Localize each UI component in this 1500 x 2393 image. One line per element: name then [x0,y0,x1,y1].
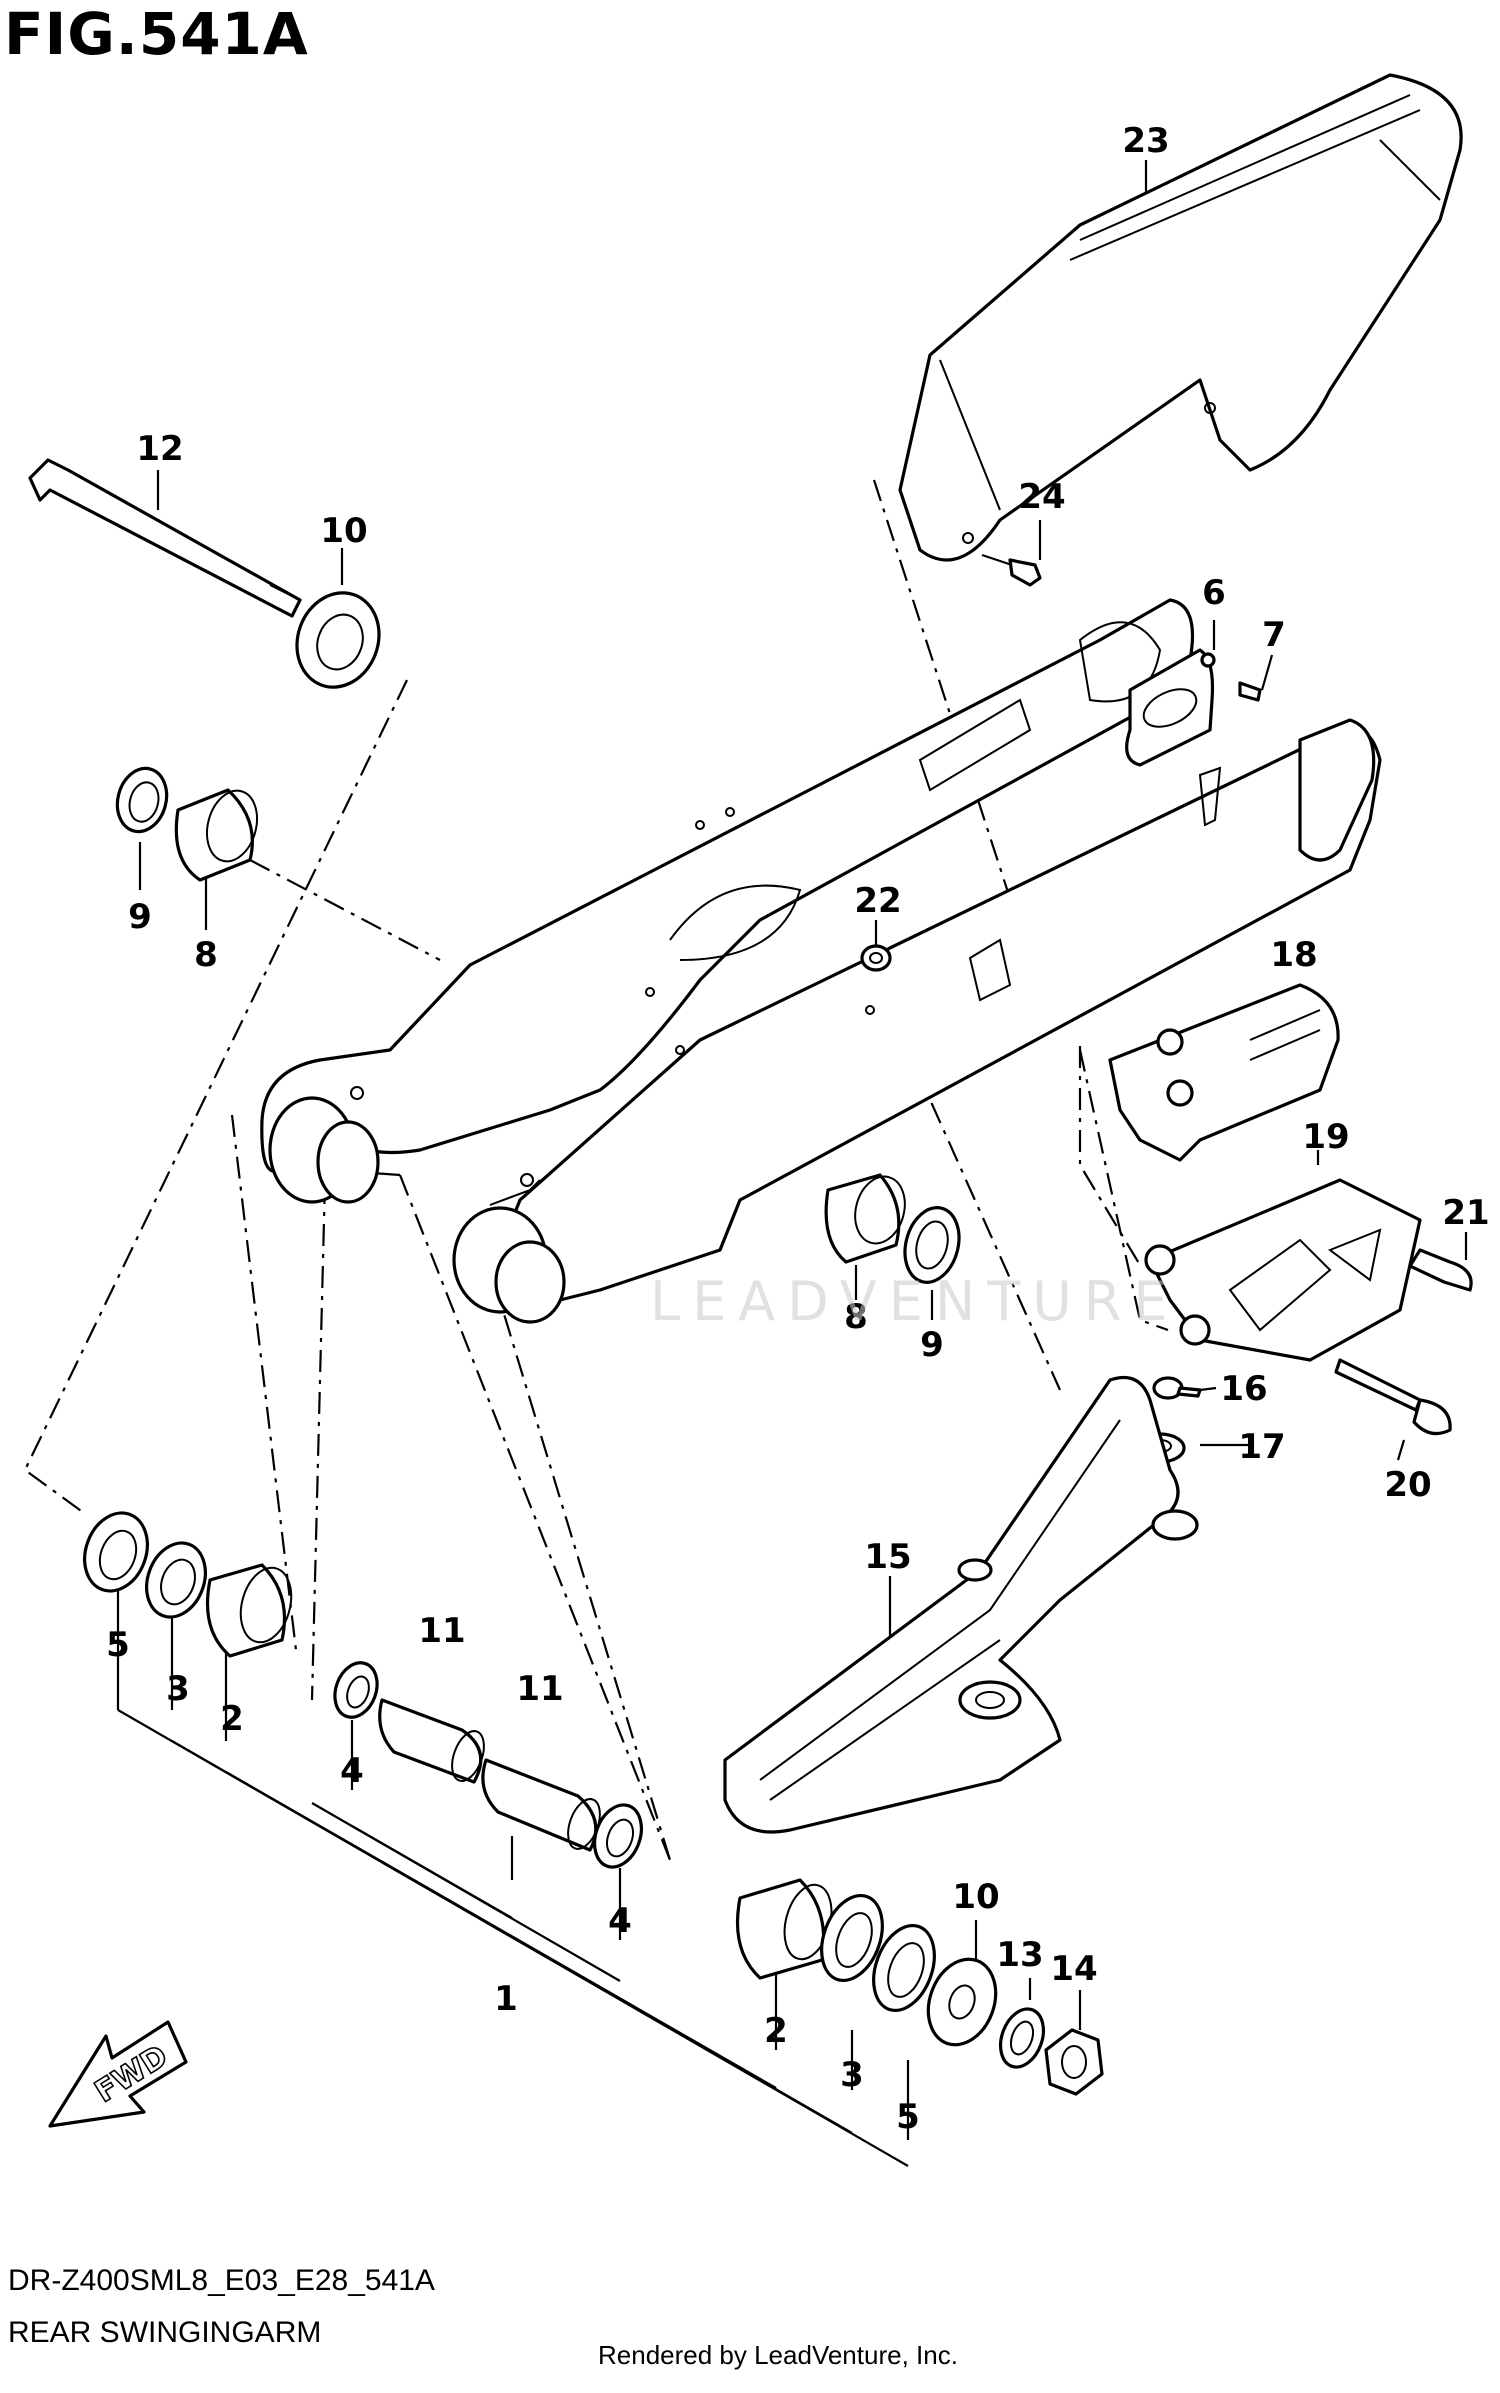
callout-labels: 1 2 2 3 3 4 4 5 5 6 7 8 8 9 9 10 10 11 1… [106,121,1490,2137]
callout-2: 2 [220,1699,244,1739]
callout-24: 24 [1018,477,1065,517]
callout-4: 4 [608,1901,632,1941]
callout-10: 10 [320,511,367,551]
callout-8: 8 [844,1297,868,1337]
bearing-set-lower-right [735,1878,1104,2096]
callout-21: 21 [1442,1193,1489,1233]
bearing-set-lower-left [83,1511,293,1658]
callout-7: 7 [1262,615,1286,655]
bearing-set-center [824,1173,961,1284]
callout-5: 5 [896,2097,920,2137]
callout-15: 15 [864,1537,911,1577]
callout-13: 13 [996,1935,1043,1975]
figure-title: FIG.541A [4,0,309,68]
chain-guide-plate-19 [1144,1178,1473,1436]
chain-case-23 [898,73,1463,562]
watermark: LEADVENTURE [650,1270,1180,1333]
callout-11: 11 [516,1669,563,1709]
section-name: REAR SWINGINGARM [8,2316,322,2349]
model-code: DR-Z400SML8_E03_E28_541A [8,2264,435,2297]
bearing-set-left [115,766,258,882]
callout-11: 11 [418,1611,465,1651]
callout-4: 4 [340,1751,364,1791]
callout-23: 23 [1122,121,1169,161]
callout-1: 1 [494,1979,518,2019]
callout-20: 20 [1384,1465,1431,1505]
callout-5: 5 [106,1625,130,1665]
callout-22: 22 [854,881,901,921]
callout-19: 19 [1302,1117,1349,1157]
callout-8: 8 [194,935,218,975]
chain-guide-18 [1108,983,1340,1162]
fwd-arrow: FWD [48,2020,188,2128]
callout-16: 16 [1220,1369,1267,1409]
adjuster-6-7 [1125,648,1262,767]
callout-12: 12 [136,429,183,469]
callout-17: 17 [1238,1427,1285,1467]
callout-18: 18 [1270,935,1317,975]
callout-6: 6 [1202,573,1226,613]
callout-10: 10 [952,1877,999,1917]
callout-3: 3 [840,2055,864,2095]
callout-2: 2 [764,2011,788,2051]
spacer-set-center [333,1661,643,1869]
rendered-by-credit: Rendered by LeadVenture, Inc. [598,2340,958,2370]
callout-14: 14 [1050,1949,1097,1989]
nut-22-screw-24 [860,554,1042,972]
swingarm-1 [260,598,1382,1324]
callout-3: 3 [166,1669,190,1709]
chain-slider-15 [723,1375,1199,1834]
callout-9: 9 [920,1325,944,1365]
pivot-bolt-12 [28,458,381,689]
leader-lines [23,160,1468,2167]
callout-9: 9 [128,897,152,937]
